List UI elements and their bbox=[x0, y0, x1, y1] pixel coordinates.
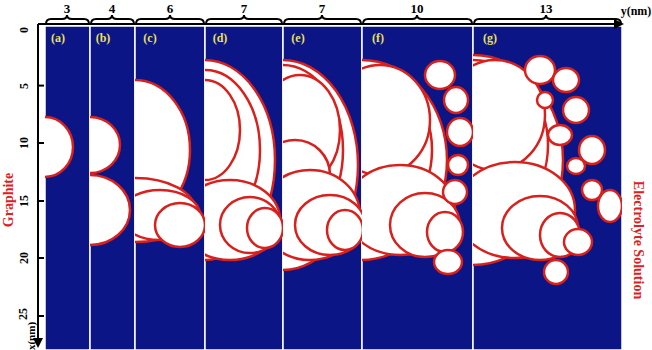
axis-arrowheads bbox=[33, 19, 624, 348]
width-value: 7 bbox=[319, 2, 326, 15]
region-label: Electrolyte Solution bbox=[631, 181, 645, 299]
width-braces bbox=[46, 15, 621, 24]
panel-letter: (c) bbox=[143, 32, 156, 44]
panel-letter: (a) bbox=[51, 32, 65, 44]
panel-letter: (f) bbox=[372, 32, 384, 44]
width-value: 13 bbox=[540, 2, 553, 15]
electrolyte-panels bbox=[45, 26, 622, 350]
axis-title: y(nm) bbox=[621, 5, 652, 17]
panel-letter: (b) bbox=[96, 32, 111, 44]
tick-label: 10 bbox=[18, 137, 30, 149]
panel-letter: (d) bbox=[213, 32, 228, 44]
tick-label: 25 bbox=[17, 308, 29, 320]
width-value: 6 bbox=[167, 2, 174, 15]
tick-label: 15 bbox=[18, 195, 30, 207]
tick-label: 20 bbox=[18, 252, 30, 264]
width-value: 10 bbox=[411, 2, 424, 15]
axes bbox=[38, 24, 616, 340]
graphite-layers bbox=[17, 55, 622, 284]
panel-letter: (e) bbox=[291, 32, 304, 44]
panel-letter: (g) bbox=[483, 32, 497, 44]
width-value: 7 bbox=[241, 2, 248, 15]
width-value: 4 bbox=[109, 2, 116, 15]
width-value: 3 bbox=[64, 2, 71, 15]
tick-label: 5 bbox=[18, 83, 30, 89]
axis-title: x(nm) bbox=[26, 322, 37, 350]
tick-label: 0 bbox=[18, 27, 30, 33]
region-label: Graphite bbox=[2, 173, 16, 227]
